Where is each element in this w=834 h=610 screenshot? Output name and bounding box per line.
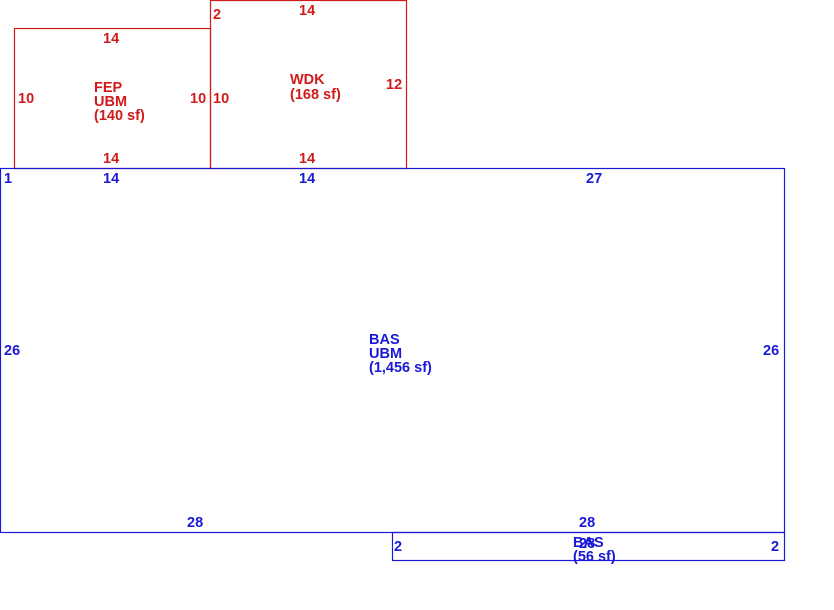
bas-strip-left-dimension: 2 xyxy=(394,539,402,555)
wdk-left-dimension: 10 xyxy=(213,91,229,107)
bas-bottom-dimension-b: 28 xyxy=(579,515,595,531)
wdk-bottom-dimension: 14 xyxy=(299,151,315,167)
bas-strip-outline xyxy=(391,531,786,562)
fep-area-subcode: UBM xyxy=(94,94,127,110)
bas-top-dimension-a: 14 xyxy=(103,171,119,187)
bas-bottom-dimension-a: 28 xyxy=(187,515,203,531)
bas-strip-area-code: BAS xyxy=(573,535,604,551)
bas-strip-overlap-dimension: 28 xyxy=(579,536,595,552)
wdk-corner-label: 2 xyxy=(213,7,221,23)
bas-corner-label: 1 xyxy=(4,171,12,187)
bas-area-subcode: UBM xyxy=(369,346,402,362)
wdk-right-dimension: 12 xyxy=(386,77,402,93)
fep-area-size: (140 sf) xyxy=(94,108,145,124)
fep-left-dimension: 10 xyxy=(18,91,34,107)
bas-top-dimension-b: 14 xyxy=(299,171,315,187)
fep-area-code: FEP xyxy=(94,80,123,96)
fep-bottom-dimension: 14 xyxy=(103,151,119,167)
wdk-area-code: WDK xyxy=(290,72,325,88)
bas-right-dimension: 26 xyxy=(763,343,779,359)
fep-top-dimension: 14 xyxy=(103,31,119,47)
bas-strip-area-size: (56 sf) xyxy=(573,549,616,565)
bas-area-code: BAS xyxy=(369,332,400,348)
fep-right-dimension: 10 xyxy=(190,91,206,107)
bas-left-dimension: 26 xyxy=(4,343,20,359)
bas-strip-right-dimension: 2 xyxy=(771,539,779,555)
wdk-top-dimension: 14 xyxy=(299,3,315,19)
bas-area-size: (1,456 sf) xyxy=(369,360,432,376)
bas-top-dimension-c: 27 xyxy=(586,171,602,187)
wdk-area-size: (168 sf) xyxy=(290,87,341,103)
